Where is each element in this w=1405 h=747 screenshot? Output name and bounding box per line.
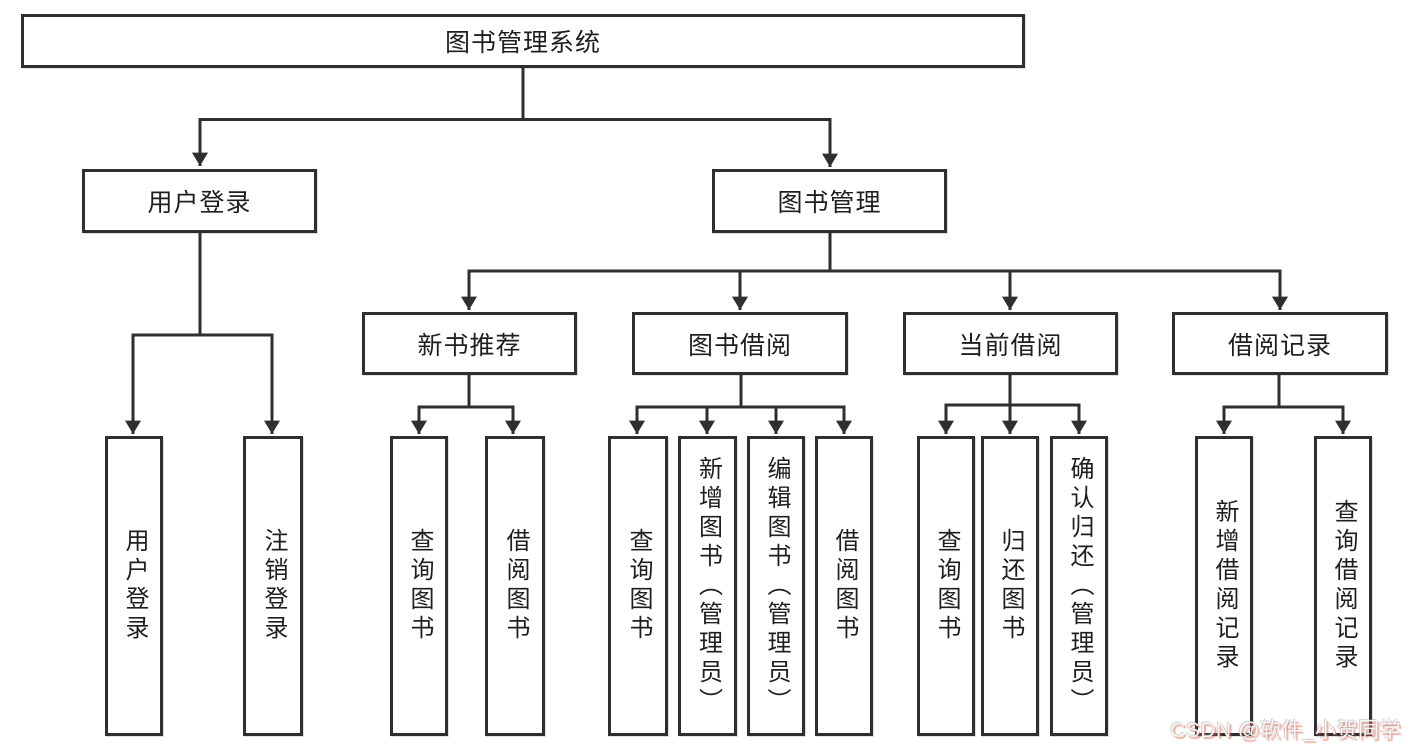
leaf-query-books-recommend: 查询图书 — [390, 436, 448, 736]
leaf-borrow-books-recommend: 借阅图书 — [485, 436, 545, 736]
node-borrow-records: 借阅记录 — [1172, 312, 1388, 375]
node-new-book-recommend: 新书推荐 — [362, 312, 577, 375]
node-user-login: 用户登录 — [82, 169, 317, 233]
leaf-add-borrow-record: 新增借阅记录 — [1195, 436, 1253, 736]
leaf-user-login: 用户登录 — [105, 436, 163, 736]
node-library-system: 图书管理系统 — [21, 14, 1025, 68]
leaf-return-books: 归还图书 — [981, 436, 1039, 736]
node-book-borrowing: 图书借阅 — [632, 312, 848, 375]
leaf-add-books-admin: 新增图书（管理员） — [678, 436, 737, 736]
node-current-borrowing: 当前借阅 — [903, 312, 1118, 375]
leaf-query-borrow-record: 查询借阅记录 — [1314, 436, 1372, 736]
leaf-confirm-return-admin: 确认归还（管理员） — [1050, 436, 1108, 736]
leaf-edit-books-admin: 编辑图书（管理员） — [747, 436, 805, 736]
leaf-logout: 注销登录 — [243, 436, 303, 736]
node-book-management: 图书管理 — [712, 169, 947, 233]
leaf-query-books-borrowing: 查询图书 — [608, 436, 668, 736]
leaf-query-books-current: 查询图书 — [917, 436, 975, 736]
leaf-borrow-books: 借阅图书 — [815, 436, 873, 736]
